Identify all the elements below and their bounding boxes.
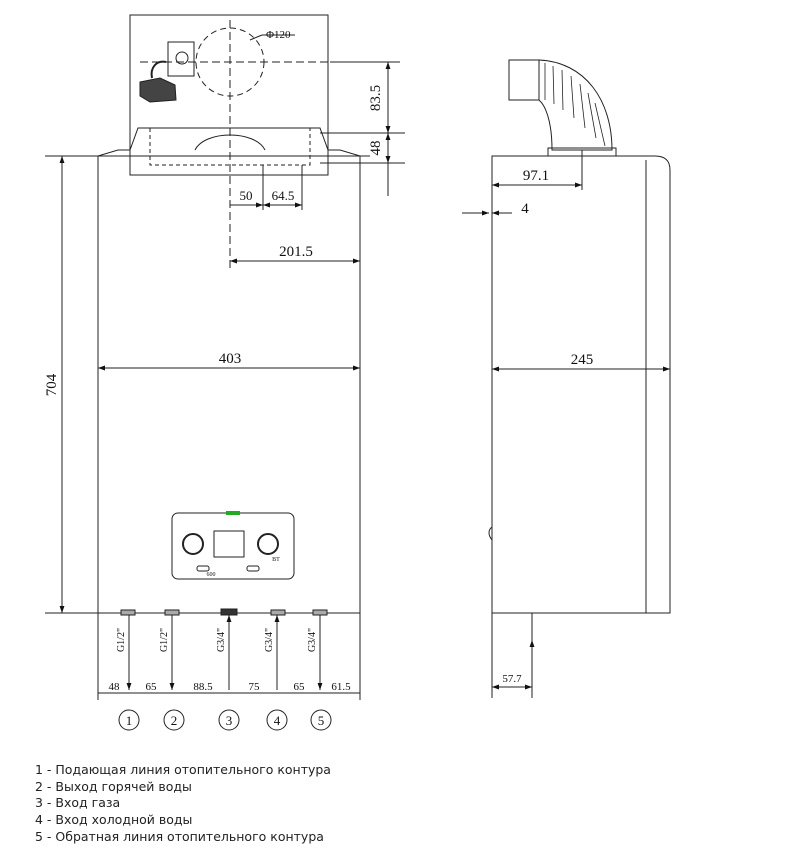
flue-adapter-arc [194, 134, 266, 151]
dim-depth: 245 [571, 352, 594, 368]
spacing-1: 48 [109, 681, 121, 693]
legend-item-2: 2 - Выход горячей воды [35, 778, 192, 794]
panel-label-left: 600 [207, 572, 216, 578]
pipe-2 [164, 609, 180, 690]
valve-sketch-icon [139, 41, 195, 103]
technical-drawing: Φ120 83.5 48 50 64.5 201.5 403 704 G1/2"… [44, 14, 671, 731]
legend-item-3: 3 - Вход газа [35, 795, 121, 811]
boiler-body [97, 155, 361, 614]
left-knob-icon [182, 533, 204, 555]
dim-width: 403 [219, 351, 242, 367]
wall-bracket-plate [129, 14, 329, 176]
side-bump [488, 526, 493, 541]
dim-flue-offset: 97.1 [523, 168, 549, 184]
dim-pipe-offset: 57.7 [502, 673, 522, 685]
side-view-labels: 97.1 4 245 57.7 [502, 168, 593, 685]
status-led-icon [226, 511, 240, 515]
dim-chimney-height: 83.5 [368, 85, 384, 111]
flue-elbow [508, 59, 617, 157]
thread-label-2: G1/2" [159, 628, 170, 652]
spacing-4: 75 [249, 681, 261, 693]
connection-number-3: 3 [226, 713, 233, 728]
dim-center: 201.5 [279, 244, 313, 260]
left-button-icon [196, 565, 210, 572]
dim-height: 704 [44, 373, 60, 396]
dim-offset-a: 50 [240, 188, 253, 203]
right-knob-icon [257, 533, 279, 555]
front-view-labels: Φ120 83.5 48 50 64.5 201.5 403 704 G1/2"… [44, 29, 384, 728]
side-view [462, 59, 671, 698]
legend-item-5: 5 - Обратная линия отопительного контура [35, 828, 324, 844]
connection-number-2: 2 [171, 713, 178, 728]
thread-label-3: G3/4" [216, 628, 227, 652]
dim-bracket-height: 48 [368, 141, 384, 156]
connection-number-circles [118, 709, 332, 731]
chimney-diameter-label: Φ120 [266, 29, 291, 41]
side-body [491, 155, 671, 614]
connection-circle-4 [266, 709, 288, 731]
front-view [45, 14, 405, 700]
connection-circle-5 [310, 709, 332, 731]
connection-circle-3 [218, 709, 240, 731]
connection-circle-1 [118, 709, 140, 731]
spacing-3: 88.5 [193, 681, 213, 693]
legend-item-4: 4 - Вход холодной воды [35, 812, 193, 828]
dim-back-gap: 4 [521, 201, 529, 217]
spacing-2: 65 [146, 681, 158, 693]
connection-number-4: 4 [274, 713, 281, 728]
right-button-icon [246, 565, 260, 572]
thread-label-4: G3/4" [264, 628, 275, 652]
spacing-6: 61.5 [331, 681, 351, 693]
thread-label-1: G1/2" [116, 628, 127, 652]
pipe-3 [220, 608, 238, 690]
connection-circle-2 [163, 709, 185, 731]
connection-pipes [120, 608, 328, 690]
connection-number-1: 1 [126, 713, 133, 728]
pipe-5 [312, 609, 328, 690]
diameter-leader [249, 34, 263, 41]
thread-label-5: G3/4" [307, 628, 318, 652]
pipe-1 [120, 609, 136, 690]
dim-offset-b: 64.5 [272, 188, 295, 203]
boiler-top-profile [45, 127, 370, 157]
spacing-5: 65 [294, 681, 306, 693]
panel-label-right: BT [272, 557, 280, 563]
control-panel [171, 512, 295, 580]
connection-legend: 1 - Подающая линия отопительного контура… [35, 762, 331, 846]
pipe-4 [270, 609, 286, 690]
panel-display [213, 530, 245, 558]
legend-item-1: 1 - Подающая линия отопительного контура [35, 762, 331, 777]
connection-number-5: 5 [318, 713, 325, 728]
